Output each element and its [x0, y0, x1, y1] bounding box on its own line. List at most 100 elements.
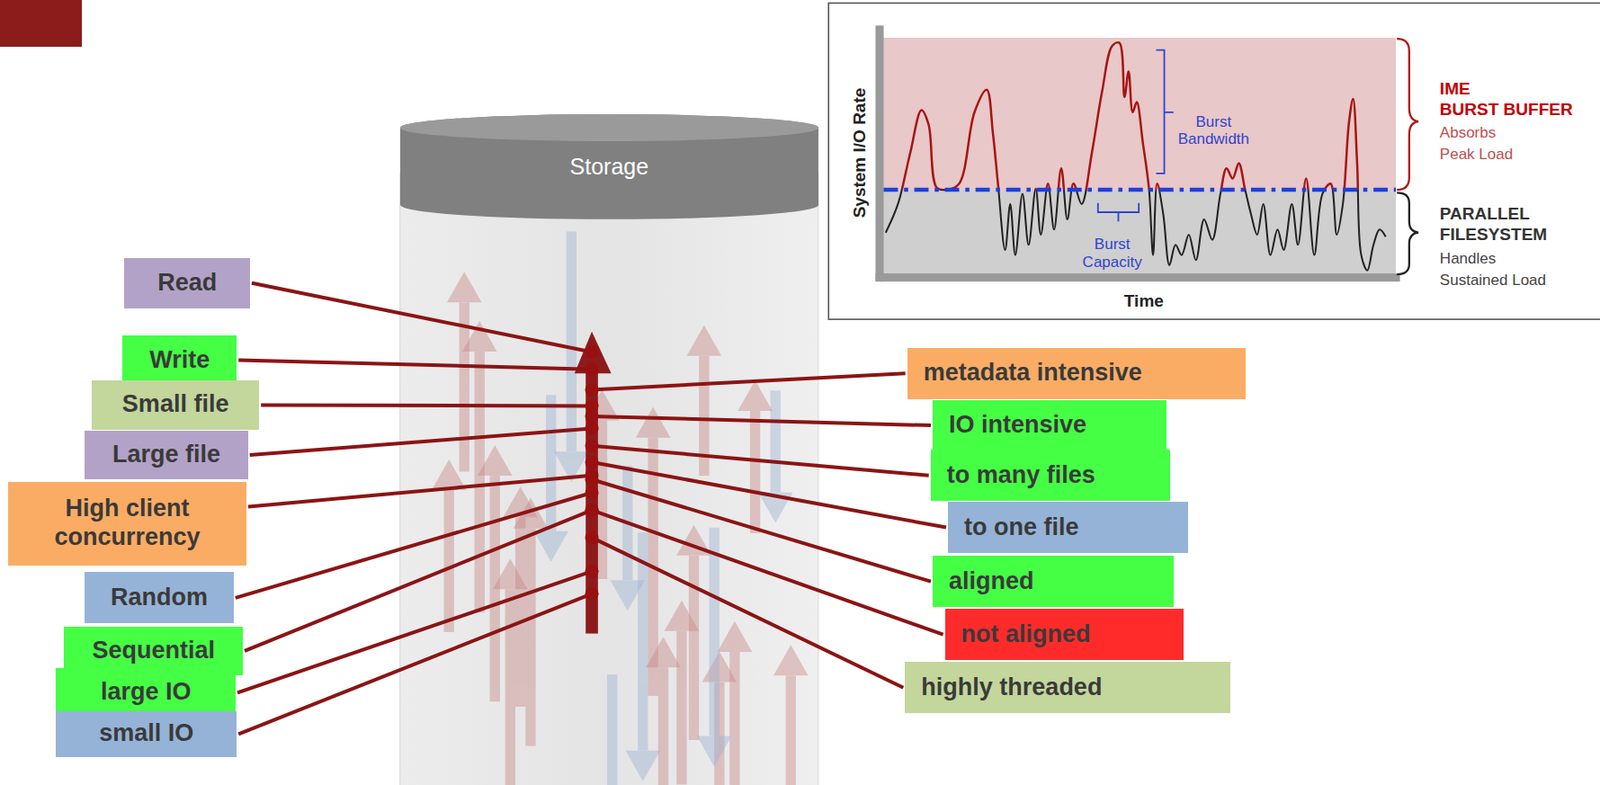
faded-down-arrow — [697, 527, 733, 768]
corner-tab — [0, 0, 82, 47]
label-text: not aligned — [961, 620, 1091, 650]
legend-heading: BURST BUFFER — [1439, 99, 1574, 120]
property-label: to many files — [930, 449, 1171, 501]
label-text: aligned — [948, 567, 1035, 597]
faded-arrow-shaft — [729, 652, 740, 785]
leader-dot — [585, 485, 599, 500]
faded-up-arrow — [431, 459, 467, 633]
property-label: metadata intensive — [907, 348, 1247, 400]
faded-arrow-shaft — [444, 490, 455, 633]
annotation: Burst Capacity — [1074, 235, 1151, 271]
faded-arrow-head — [737, 380, 773, 412]
faded-arrow-shaft — [515, 517, 526, 707]
property-label: High client concurrency — [8, 482, 247, 566]
faded-arrow-head — [635, 407, 671, 438]
faded-arrow-shaft — [770, 390, 781, 492]
label-text: Random — [110, 583, 208, 613]
legend-note: Absorbs — [1439, 124, 1496, 143]
faded-arrow-shaft — [709, 527, 720, 737]
faded-up-arrow — [773, 644, 809, 785]
leader-dot — [585, 383, 599, 397]
leader-dot — [585, 503, 599, 518]
storage-cylinder-top: Storage — [400, 114, 819, 220]
axis-title: Time — [1124, 291, 1164, 312]
filesystem-brace — [1396, 192, 1419, 275]
leader-line — [251, 283, 592, 353]
faded-up-arrow — [717, 621, 753, 785]
label-text: Write — [149, 346, 210, 376]
property-label: Random — [84, 572, 234, 624]
faded-arrow-shaft — [505, 589, 516, 785]
burst-buffer-brace — [1396, 38, 1419, 190]
faded-arrow-head — [446, 271, 483, 303]
label-text: small IO — [98, 719, 194, 749]
faded-up-arrow — [676, 525, 712, 741]
axis-title: System I/O Rate — [850, 88, 871, 219]
label-text: metadata intensive — [923, 358, 1143, 388]
leader-dot — [585, 473, 599, 487]
property-label: large IO — [55, 668, 236, 717]
central-arrow-shaft — [585, 372, 599, 634]
faded-arrow-shaft — [786, 675, 796, 785]
leader-line — [591, 373, 906, 390]
legend-note: Peak Load — [1439, 145, 1513, 164]
faded-arrow-shaft — [474, 351, 485, 613]
leader-dot — [585, 530, 599, 545]
leader-dot — [585, 345, 599, 359]
faded-arrow-shaft — [566, 231, 577, 452]
legend-note: Sustained Load — [1439, 271, 1547, 290]
property-label: Large file — [84, 430, 249, 480]
faded-up-arrow — [446, 271, 483, 472]
leader-dot — [585, 455, 599, 469]
leader-line — [237, 571, 592, 693]
faded-arrow-shaft — [545, 394, 556, 532]
property-label: aligned — [932, 555, 1174, 608]
leader-line — [250, 429, 592, 456]
leader-line — [591, 416, 931, 426]
bandwidth-bracket — [1155, 50, 1173, 174]
faded-arrow-head — [717, 621, 753, 653]
property-label: Small file — [91, 380, 260, 430]
leader-line — [260, 404, 592, 406]
legend-heading: IME — [1439, 79, 1471, 99]
leader-line — [591, 537, 903, 689]
faded-down-arrow — [594, 674, 630, 785]
label-text: to many files — [947, 461, 1096, 491]
label-text: IO intensive — [948, 411, 1087, 440]
capacity-bracket — [1098, 203, 1139, 222]
property-label: to one file — [947, 501, 1189, 554]
label-text: highly threaded — [920, 673, 1102, 703]
faded-up-arrow — [737, 380, 773, 534]
chart-frame — [828, 2, 1600, 320]
faded-arrow-shaft — [525, 528, 536, 747]
faded-arrow-shaft — [676, 631, 687, 785]
legend-heading: PARALLEL — [1439, 204, 1530, 224]
faded-arrow-shaft — [607, 674, 617, 785]
label-text: to one file — [964, 513, 1080, 543]
storage-cap-top — [400, 114, 819, 142]
label-text: Large file — [112, 440, 221, 470]
property-label: small IO — [55, 711, 237, 758]
leader-dot — [585, 564, 599, 579]
label-text: Sequential — [91, 636, 215, 666]
annotation: Burst Bandwidth — [1170, 113, 1257, 149]
filesystem-band — [882, 189, 1396, 276]
legend-heading: FILESYSTEM — [1439, 224, 1547, 245]
faded-arrow-head — [625, 750, 661, 782]
label-text: High client concurrency — [20, 494, 234, 553]
label-text: Small file — [122, 390, 230, 420]
threshold-line — [884, 187, 1397, 193]
property-label: Read — [124, 258, 251, 309]
faded-arrow-shaft — [750, 411, 760, 534]
io-rate-line — [885, 42, 1386, 270]
leader-dot — [585, 409, 599, 423]
leader-line — [248, 475, 592, 508]
faded-arrow-head — [533, 531, 569, 563]
storage-cap — [400, 114, 819, 220]
leader-dot — [585, 438, 599, 453]
faded-arrow-shaft — [658, 667, 669, 785]
leader-dot — [585, 503, 599, 518]
burst-line — [885, 42, 1386, 190]
sustained-line — [885, 189, 1386, 271]
